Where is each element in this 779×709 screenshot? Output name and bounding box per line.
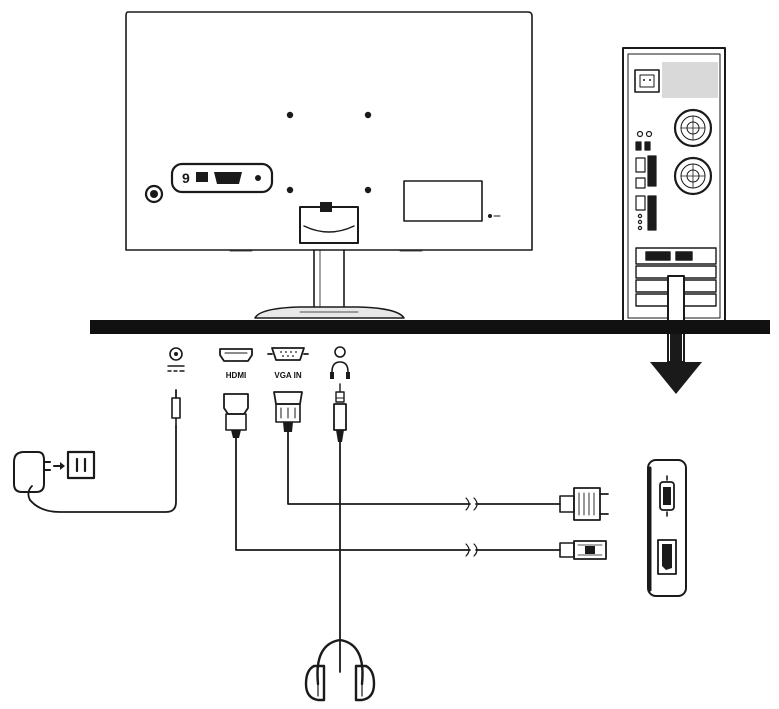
monitor-rear: 9	[125, 11, 533, 319]
audio-plug	[333, 383, 347, 442]
hdmi-plug-monitor	[223, 393, 249, 438]
monitor-label-area	[403, 180, 483, 222]
dc-power-icon	[167, 347, 185, 372]
svg-text:9: 9	[182, 170, 190, 186]
vga-plug-monitor	[273, 391, 303, 432]
power-adapter-icon	[13, 451, 51, 493]
fan-lower-icon	[673, 156, 713, 196]
vesa-holes	[286, 111, 372, 194]
vga-cable-break	[465, 497, 478, 511]
headphones-icon	[304, 638, 376, 702]
dc-power-plug	[171, 389, 181, 427]
hdmi-cable-break	[465, 543, 478, 557]
vga-port-icon	[267, 347, 309, 361]
pc-hdmi-port	[657, 539, 677, 575]
hdmi-cable	[235, 437, 561, 551]
wall-outlet-icon	[66, 450, 96, 480]
psu-power-socket	[634, 69, 660, 93]
monitor-stand	[254, 202, 405, 319]
hdmi-port-icon	[219, 348, 253, 362]
pc-io-column	[635, 130, 657, 231]
pc-tower	[622, 47, 726, 394]
desk-shelf	[90, 320, 770, 334]
hdmi-plug-pc	[559, 540, 607, 560]
headphone-jack-icon	[330, 346, 350, 379]
vga-in-label: VGA IN	[274, 371, 301, 380]
vga-plug-pc	[559, 487, 609, 521]
fan-upper-icon	[673, 108, 713, 148]
pc-port-panel	[647, 459, 687, 597]
monitor-port-panel: 9	[170, 162, 274, 194]
monitor-power-button	[144, 184, 164, 204]
small-mark-icon	[488, 214, 501, 218]
psu-shaded-area	[662, 62, 718, 98]
vga-cable	[287, 431, 561, 505]
hdmi-label: HDMI	[226, 371, 246, 380]
power-cable	[29, 425, 177, 513]
pc-vga-port	[659, 475, 675, 517]
monitor-body	[125, 11, 533, 251]
